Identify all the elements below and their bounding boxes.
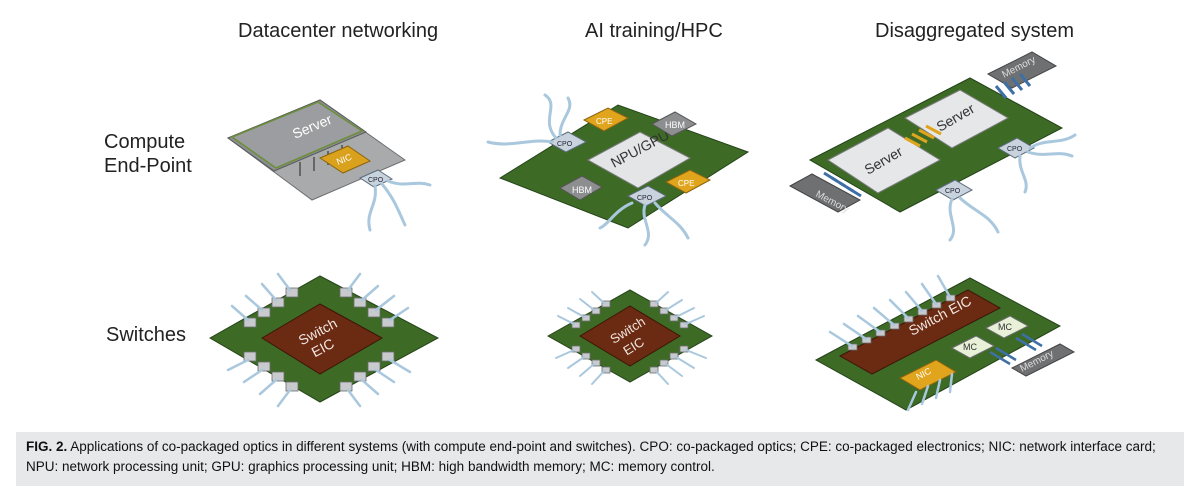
figure-caption-text: Applications of co-packaged optics in di… [26, 439, 1156, 474]
cpo-module-disagg-1 [934, 179, 974, 201]
cpo-ring-2 [571, 300, 689, 374]
memory-module-1 [788, 173, 862, 213]
row-label-switches: Switches [106, 324, 187, 346]
cpo-module-ai-2 [626, 185, 668, 207]
disaggregated-switch-diagram: Switch EIC NIC MC MC Memory [814, 274, 1076, 412]
mc-chip-2 [984, 315, 1030, 339]
server-chip-1 [827, 127, 942, 194]
nic-chip-switch [898, 359, 958, 391]
figure-number: FIG. 2. [26, 439, 68, 454]
mc-label-1: MC [963, 342, 977, 352]
cpo-label-ai-2: CPO [637, 195, 653, 202]
cpe-chip-1 [582, 107, 630, 132]
switch-eic-2 [579, 305, 681, 367]
cpe-label-2: CPE [678, 179, 694, 188]
datacenter-compute-diagram: Server NIC CPO [226, 99, 432, 232]
memory-links-switch [989, 332, 1043, 366]
memory-links [823, 73, 1032, 198]
mc-chip-1 [950, 335, 996, 359]
server-chip-2 [903, 89, 1010, 149]
disaggregated-compute-diagram: Server Server Memory Memory CPO CPO [788, 51, 1077, 242]
memory-module-3 [1010, 343, 1076, 377]
mc-label-2: MC [998, 322, 1012, 332]
column-title-disaggregated: Disaggregated system [875, 20, 1074, 42]
cpe-label-1: CPE [596, 117, 612, 126]
hbm-chip-1 [558, 175, 604, 201]
fibers-switch-2 [555, 291, 707, 385]
nic-chip [318, 145, 372, 174]
cpo-module-disagg-2 [996, 137, 1036, 159]
cpo-module-datacenter [358, 169, 394, 188]
hbm-chip-2 [650, 111, 698, 137]
fibers-datacenter [367, 179, 432, 232]
hbm-label-2: HBM [665, 120, 685, 130]
fibers-ai [486, 93, 690, 247]
ai-switch-diagram: Switch EIC [546, 289, 714, 385]
row-label-compute-line2: End-Point [104, 155, 192, 177]
npu-gpu-chip [586, 131, 692, 189]
cpo-label-ai-1: CPO [557, 141, 573, 148]
figure-caption: FIG. 2. Applications of co-packaged opti… [16, 432, 1184, 486]
cpo-label-disagg-1: CPO [945, 188, 961, 195]
column-title-ai-training: AI training/HPC [585, 20, 723, 42]
ai-compute-diagram: NPU/GPU HBM HBM CPE CPE CPO CPO [486, 93, 750, 247]
fibers-disagg [948, 133, 1077, 242]
cpo-ring-1 [243, 287, 395, 392]
fibers-switch-1 [226, 272, 412, 408]
fibers-switch-3 [828, 274, 954, 412]
server-interconnect [904, 124, 942, 148]
datacenter-switch-diagram: Switch EIC [208, 272, 440, 408]
row-label-compute-line1: Compute [104, 131, 186, 153]
column-title-datacenter: Datacenter networking [238, 20, 439, 42]
switch-eic-1 [261, 303, 384, 375]
cpo-label-disagg-2: CPO [1007, 146, 1023, 153]
diagram-canvas: Server NIC CPO NPU/GPU HBM HBM CPE CPE C… [208, 51, 1077, 412]
row-label-compute: Compute End-Point [104, 130, 192, 178]
hbm-label-1: HBM [572, 185, 592, 195]
cpo-label-datacenter: CPO [368, 177, 384, 184]
cpe-chip-2 [664, 169, 712, 194]
